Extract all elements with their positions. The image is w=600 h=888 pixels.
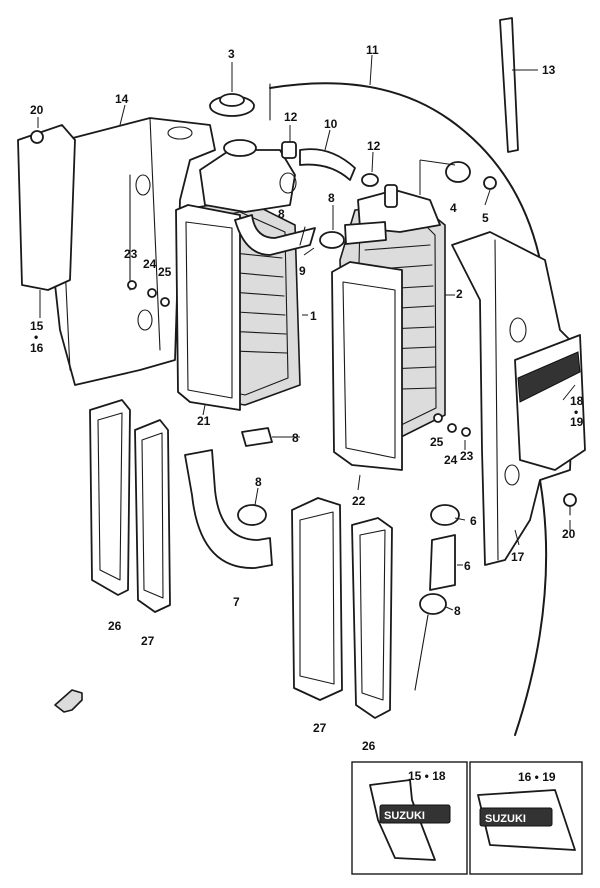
callout-15: 15 bbox=[30, 319, 44, 333]
callout-12a: 12 bbox=[284, 110, 298, 124]
callout-9: 9 bbox=[299, 264, 306, 278]
callout-21: 21 bbox=[197, 414, 211, 428]
callout-8c: 8 bbox=[292, 431, 299, 445]
callout-3: 3 bbox=[228, 47, 235, 61]
decal-logo-right: SUZUKI bbox=[485, 813, 526, 825]
callout-26b: 26 bbox=[362, 739, 376, 753]
callout-22: 22 bbox=[352, 494, 366, 508]
right-radiator-shroud bbox=[451, 231, 576, 566]
right-radiator-grille bbox=[331, 261, 403, 471]
hose-10 bbox=[299, 148, 356, 181]
callout-26a: 26 bbox=[108, 619, 122, 633]
callout-5: 5 bbox=[482, 211, 489, 225]
callout-24a: 24 bbox=[143, 257, 157, 271]
callout-10: 10 bbox=[324, 117, 338, 131]
callout-dot-right: • bbox=[574, 405, 578, 419]
upper-connecting-hose bbox=[234, 214, 316, 256]
callout-4: 4 bbox=[450, 201, 457, 215]
callout-dot-left: • bbox=[34, 330, 38, 344]
callout-25b: 25 bbox=[430, 435, 444, 449]
air-guide-27-left bbox=[134, 419, 171, 613]
callout-8a: 8 bbox=[278, 207, 285, 221]
hose-6 bbox=[429, 534, 456, 591]
callout-7: 7 bbox=[233, 595, 240, 609]
clamp-8-a bbox=[241, 427, 273, 447]
breather-pipe-13 bbox=[499, 17, 519, 153]
bolt-20-left bbox=[30, 130, 44, 144]
decal-logo-left: SUZUKI bbox=[384, 810, 425, 822]
callout-11: 11 bbox=[366, 43, 379, 57]
callout-20a: 20 bbox=[30, 103, 44, 117]
cap-5 bbox=[483, 176, 497, 190]
left-shroud-guard bbox=[17, 124, 76, 291]
air-guide-27-center bbox=[291, 497, 343, 701]
callout-6a: 6 bbox=[470, 514, 477, 528]
overflow-hose bbox=[269, 82, 541, 261]
overflow-hose-lower bbox=[514, 479, 548, 736]
air-guide-26-center bbox=[351, 517, 393, 719]
callout-14: 14 bbox=[115, 92, 129, 106]
callout-6b: 6 bbox=[464, 559, 471, 573]
callout-13: 13 bbox=[542, 63, 556, 77]
inset-label-right: 16 • 19 bbox=[518, 770, 556, 784]
clamp-8-b bbox=[237, 504, 267, 526]
bolt-20-right bbox=[563, 493, 577, 507]
callout-23a: 23 bbox=[124, 247, 138, 261]
clamp-12-left bbox=[281, 141, 297, 159]
clamp-8-c bbox=[419, 593, 447, 615]
callout-23b: 23 bbox=[460, 449, 474, 463]
front-direction-arrow bbox=[54, 689, 83, 713]
callout-19: 19 bbox=[570, 415, 584, 429]
decal-inset-right: SUZUKI 16 • 19 bbox=[469, 761, 583, 875]
clamp-6 bbox=[430, 504, 460, 526]
callout-20b: 20 bbox=[562, 527, 576, 541]
inset-label-left: 15 • 18 bbox=[408, 769, 446, 783]
callout-8b: 8 bbox=[328, 191, 335, 205]
lower-hose-7 bbox=[184, 449, 273, 569]
air-guide-26-left bbox=[89, 399, 131, 596]
upper-clamp-8 bbox=[319, 231, 345, 249]
callout-27a: 27 bbox=[141, 634, 155, 648]
clamp-12-right bbox=[361, 173, 379, 187]
callout-12b: 12 bbox=[367, 139, 381, 153]
callout-17: 17 bbox=[511, 550, 525, 564]
callout-27b: 27 bbox=[313, 721, 327, 735]
callout-25a: 25 bbox=[158, 265, 172, 279]
callout-8d: 8 bbox=[255, 475, 262, 489]
callout-8e: 8 bbox=[454, 604, 461, 618]
callout-18: 18 bbox=[570, 394, 584, 408]
cap-4 bbox=[445, 161, 471, 183]
decal-inset-left: SUZUKI 15 • 18 bbox=[351, 761, 468, 875]
left-radiator-grille bbox=[175, 204, 241, 411]
callout-24b: 24 bbox=[444, 453, 458, 467]
callout-1: 1 bbox=[310, 309, 317, 323]
callout-16: 16 bbox=[30, 341, 44, 355]
callout-2: 2 bbox=[456, 287, 463, 301]
